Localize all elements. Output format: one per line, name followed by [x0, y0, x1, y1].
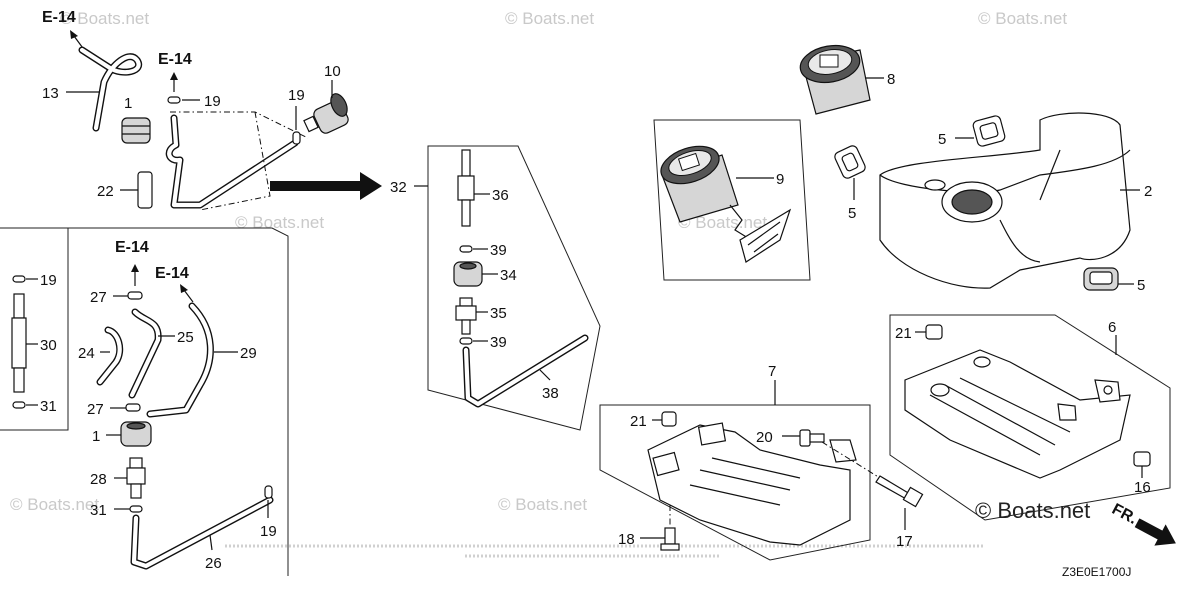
watermark: © Boats.net	[498, 495, 587, 514]
label-8: 8	[887, 71, 895, 88]
bracket-frame	[889, 314, 1171, 521]
fuel-tank-group: 5 5 5 2	[834, 112, 1152, 294]
label-13: 13	[42, 85, 59, 102]
label-34: 34	[500, 267, 517, 284]
label-9: 9	[776, 171, 784, 188]
label-5: 5	[848, 205, 856, 222]
watermark: © Boats.net	[10, 495, 99, 514]
rubber-mount	[972, 115, 1006, 147]
label-22: 22	[97, 183, 114, 200]
bottom-bracket-group: 7 21 20 17 18	[599, 363, 924, 561]
fuel-cap	[799, 44, 871, 115]
label-19: 19	[260, 523, 277, 540]
diagram-code: Z3E0E1700J	[1062, 565, 1131, 579]
grommet	[121, 117, 151, 144]
kit-frame	[427, 145, 601, 431]
rubber-mount	[1083, 267, 1119, 291]
label-29: 29	[240, 345, 257, 362]
watermark: © Boats.net	[975, 498, 1090, 523]
label-39: 39	[490, 242, 507, 259]
label-5: 5	[938, 131, 946, 148]
label-28: 28	[90, 471, 107, 488]
label-1: 1	[124, 95, 132, 112]
watermark: © Boats.net	[978, 9, 1067, 28]
watermark: © Boats.net	[235, 213, 324, 232]
label-18: 18	[618, 531, 635, 548]
center-kit-group: 32 36 39 34 35 39 38	[390, 145, 601, 431]
bottom-left-group: 19 30 31 E-14 E-14 27 24 25 29	[0, 227, 289, 576]
label-21: 21	[895, 325, 912, 342]
top-left-group: E-14 13 1 22 E-14 19 19	[42, 9, 349, 211]
label-24: 24	[78, 345, 95, 362]
label-26: 26	[205, 555, 222, 572]
label-36: 36	[492, 187, 509, 204]
label-19: 19	[288, 87, 305, 104]
label-32: 32	[390, 179, 407, 196]
front-label: FR.	[1109, 501, 1140, 528]
rubber-mount	[834, 145, 866, 179]
ref-e14: E-14	[115, 239, 149, 256]
label-27: 27	[90, 289, 107, 306]
fuel-tank	[879, 112, 1131, 289]
label-6: 6	[1108, 319, 1116, 336]
group-frame	[0, 227, 289, 576]
label-2: 2	[1144, 183, 1152, 200]
fuel-cap-group: 8 9	[653, 44, 895, 281]
label-39: 39	[490, 334, 507, 351]
label-19: 19	[204, 93, 221, 110]
label-5: 5	[1137, 277, 1145, 294]
label-31: 31	[40, 398, 57, 415]
front-direction-marker: FR.	[1109, 501, 1176, 546]
cap-frame	[653, 119, 811, 281]
label-10: 10	[324, 63, 341, 80]
label-35: 35	[490, 305, 507, 322]
label-19: 19	[40, 272, 57, 289]
fine-print	[225, 544, 985, 558]
label-25: 25	[177, 329, 194, 346]
label-31: 31	[90, 502, 107, 519]
mount-bracket	[647, 424, 851, 546]
subgroup-frame	[0, 228, 69, 431]
label-21: 21	[630, 413, 647, 430]
label-7: 7	[768, 363, 776, 380]
fuel-filter	[303, 93, 349, 134]
label-17: 17	[896, 533, 913, 550]
ref-e14: E-14	[42, 9, 76, 26]
ref-e14: E-14	[155, 265, 189, 282]
label-1: 1	[92, 428, 100, 445]
watermark: © Boats.net	[505, 9, 594, 28]
tank-bracket	[904, 349, 1131, 479]
label-38: 38	[542, 385, 559, 402]
assembly-arrow	[270, 172, 382, 200]
ref-e14: E-14	[158, 51, 192, 68]
watermark: © Boats.net	[678, 213, 767, 232]
bracket-frame	[599, 404, 871, 561]
label-20: 20	[756, 429, 773, 446]
watermark: © Boats.net	[60, 9, 149, 28]
fuel-cap-with-strap	[660, 145, 792, 263]
label-30: 30	[40, 337, 57, 354]
label-27: 27	[87, 401, 104, 418]
tube-joint	[137, 171, 153, 209]
tank-bracket-group: 6 21 16	[889, 314, 1171, 521]
label-16: 16	[1134, 479, 1151, 496]
